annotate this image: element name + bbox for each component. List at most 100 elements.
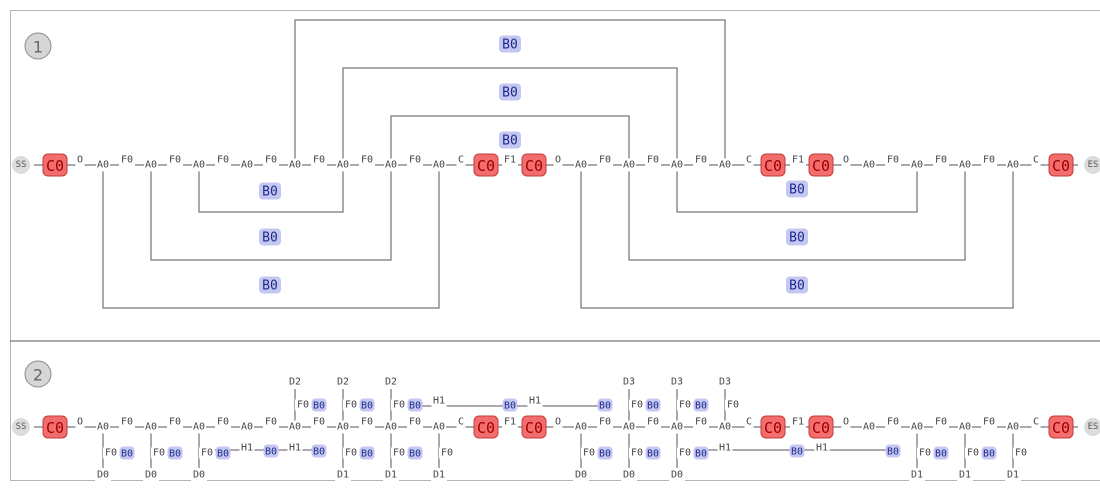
d-label: D0 xyxy=(193,470,205,481)
branch-f0-label: F0 xyxy=(679,448,691,459)
controller-box xyxy=(42,415,68,439)
label-background xyxy=(407,416,423,428)
h1-label: H1 xyxy=(241,443,253,454)
label-background xyxy=(288,158,302,172)
label-background xyxy=(144,420,158,434)
atom-label: A0 xyxy=(289,422,301,433)
label-background xyxy=(629,447,645,459)
controller-box xyxy=(1048,153,1074,177)
h1-label: H1 xyxy=(816,443,828,454)
controller-label: C0 xyxy=(764,419,782,437)
branch-f0-label: F0 xyxy=(679,400,691,411)
label-background xyxy=(677,399,693,411)
bond-label: B0 xyxy=(647,401,659,412)
bond-wire xyxy=(676,165,918,213)
edge-label: F1 xyxy=(792,155,804,166)
end-label: ES xyxy=(1088,160,1099,170)
bond-wire xyxy=(580,165,1014,309)
controller-box xyxy=(760,153,786,177)
edge-label: C xyxy=(746,417,752,428)
bond-label: B0 xyxy=(695,401,707,412)
bond-label: B0 xyxy=(983,449,995,460)
label-background xyxy=(143,469,159,481)
edge-label: F0 xyxy=(313,417,325,428)
label-background xyxy=(391,447,407,459)
label-background xyxy=(335,376,351,388)
edge-label: F1 xyxy=(504,417,516,428)
bond-badge xyxy=(499,35,521,53)
controller-label: C0 xyxy=(812,157,830,175)
bond-wire xyxy=(390,115,630,165)
label-background xyxy=(670,158,684,172)
label-background xyxy=(103,447,119,459)
bond-label: B0 xyxy=(361,449,373,460)
label-background xyxy=(75,416,85,428)
label-background xyxy=(287,442,303,454)
atom-label: A0 xyxy=(863,160,875,171)
bond-label: B0 xyxy=(502,86,518,101)
controller-label: C0 xyxy=(46,419,64,437)
label-background xyxy=(95,469,111,481)
edge-label: O xyxy=(77,155,83,166)
bond-label: B0 xyxy=(265,447,277,458)
branch-f0-label: F0 xyxy=(727,400,739,411)
label-background xyxy=(574,420,588,434)
panel-2-number-label: 2 xyxy=(33,366,43,385)
controller-box xyxy=(808,153,834,177)
label-background xyxy=(502,154,518,166)
atom-label: A0 xyxy=(385,422,397,433)
bond-label: B0 xyxy=(313,447,325,458)
atom-label: A0 xyxy=(1007,422,1019,433)
bond-label: B0 xyxy=(121,449,133,460)
bond-badge xyxy=(502,398,518,412)
edge-label: F0 xyxy=(647,417,659,428)
label-background xyxy=(670,420,684,434)
bond-wire xyxy=(102,165,440,309)
label-background xyxy=(717,442,733,454)
label-background xyxy=(841,416,851,428)
label-background xyxy=(725,399,741,411)
label-background xyxy=(957,469,973,481)
end-label: ES xyxy=(1088,422,1099,432)
atom-label: A0 xyxy=(1007,160,1019,171)
d-label: D1 xyxy=(911,470,923,481)
label-background xyxy=(1013,447,1029,459)
label-background xyxy=(718,420,732,434)
edge-label: F0 xyxy=(935,417,947,428)
edge-label: C xyxy=(1033,155,1039,166)
branch-f0-label: F0 xyxy=(919,448,931,459)
edge-label: F0 xyxy=(599,155,611,166)
bond-badge xyxy=(359,398,375,412)
controller-box xyxy=(808,415,834,439)
branch-f0-label: F0 xyxy=(1015,448,1027,459)
edge-label: F0 xyxy=(983,417,995,428)
bond-badge xyxy=(981,446,997,460)
bond-badge xyxy=(259,182,281,200)
label-background xyxy=(263,154,279,166)
label-background xyxy=(717,376,733,388)
label-background xyxy=(693,416,709,428)
label-background xyxy=(718,158,732,172)
label-background xyxy=(958,158,972,172)
controller-label: C0 xyxy=(1052,419,1070,437)
atom-label: A0 xyxy=(671,160,683,171)
label-background xyxy=(1006,420,1020,434)
atom-label: A0 xyxy=(719,422,731,433)
label-background xyxy=(432,158,446,172)
edge-label: F0 xyxy=(121,417,133,428)
bond-badge xyxy=(407,446,423,460)
d-label: D0 xyxy=(145,470,157,481)
label-background xyxy=(910,420,924,434)
edge-label: C xyxy=(458,417,464,428)
atom-label: A0 xyxy=(337,160,349,171)
edge-label: F0 xyxy=(265,417,277,428)
label-background xyxy=(215,154,231,166)
controller-label: C0 xyxy=(477,157,495,175)
bond-badge xyxy=(597,446,613,460)
bond-label: B0 xyxy=(502,134,518,149)
bond-label: B0 xyxy=(262,279,278,294)
label-background xyxy=(431,395,447,407)
panel-1-number-label: 1 xyxy=(33,38,43,57)
edge-label: F0 xyxy=(647,155,659,166)
